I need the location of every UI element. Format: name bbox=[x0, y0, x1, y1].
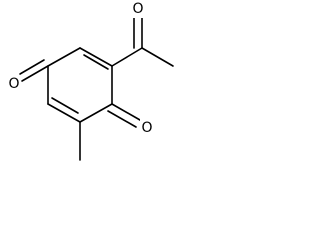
oxygen-label-acetyl: O bbox=[132, 1, 143, 17]
molecule-diagram: O O O bbox=[7, 0, 174, 161]
bond-ring-c1-c2 bbox=[47, 47, 81, 67]
bond-ring-c5-c6-double bbox=[51, 97, 79, 114]
bond-ring-c2-c3-double bbox=[83, 54, 109, 70]
bond-carbonyl-right-b bbox=[107, 110, 137, 128]
bond-ring-c5-c6 bbox=[47, 103, 81, 123]
oxygen-label-ring-left: O bbox=[8, 76, 19, 92]
bond-carbonyl-right-a bbox=[111, 103, 141, 121]
structure-canvas: O O O bbox=[0, 0, 186, 172]
bond-carbonyl-left-b bbox=[19, 59, 45, 75]
bond-acetyl-c bbox=[111, 47, 143, 67]
bond-ring-c2-c3 bbox=[79, 47, 113, 67]
oxygen-label-ring-right: O bbox=[141, 120, 152, 136]
bond-carbonyl-left-a bbox=[21, 65, 49, 82]
bond-ring-c4-c5 bbox=[79, 103, 113, 123]
bond-acetyl-ch3 bbox=[141, 47, 174, 67]
